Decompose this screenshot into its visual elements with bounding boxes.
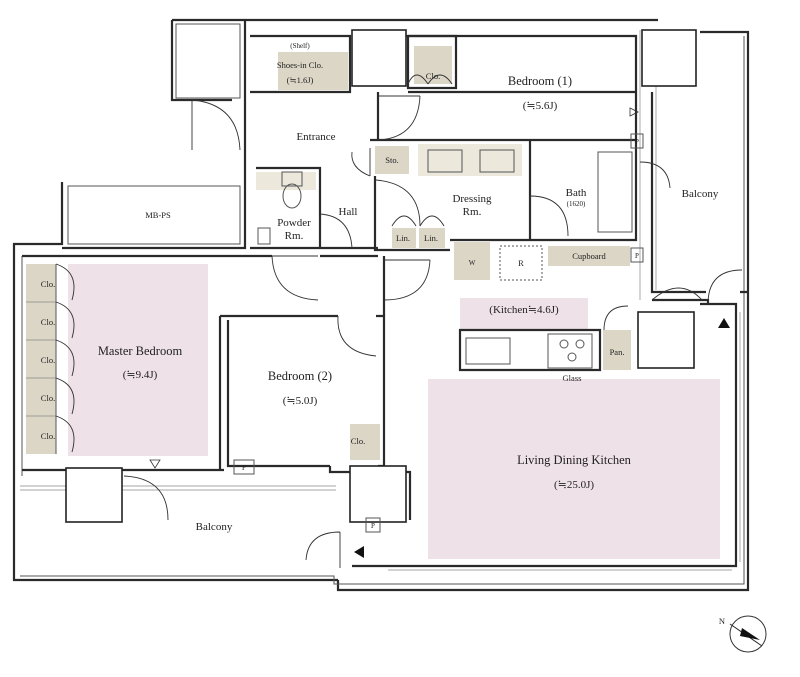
master-closet-label-1: Clo. — [41, 279, 55, 289]
pipe-boxes — [233, 133, 644, 533]
column-5 — [349, 465, 407, 523]
lin-fill-2 — [419, 228, 445, 248]
clo-fill-b2 — [350, 424, 380, 460]
ldk-area: (≒25.0J) — [554, 479, 594, 491]
master-closet-label-3: Clo. — [41, 355, 55, 365]
powder-label-2: Rm. — [285, 230, 304, 242]
master-closet-label-5: Clo. — [41, 431, 55, 441]
glass-label: Glass — [563, 373, 582, 383]
toilet-fixture — [257, 171, 303, 245]
clo-fill-master — [26, 264, 56, 454]
b2-closet-label: Clo. — [351, 436, 365, 446]
ldk-name: Living Dining Kitchen — [517, 453, 632, 467]
right-walls — [352, 92, 748, 568]
powder-label-1: Powder — [277, 217, 311, 229]
kitchen-island — [465, 333, 593, 369]
dressing-counter-fill — [418, 144, 522, 176]
master-closets — [26, 263, 75, 454]
arrow-marker-up — [718, 318, 730, 328]
entrance-label: Entrance — [296, 131, 335, 143]
shoes-closet-fill — [278, 52, 348, 90]
sto-fill — [375, 146, 409, 174]
hall-label: Hall — [339, 206, 358, 218]
p-marker-4: P — [371, 522, 375, 530]
bedroom1-walls — [378, 34, 638, 142]
lin-fill-1 — [392, 228, 416, 248]
north-label: N — [719, 616, 725, 626]
master-closet-label-2: Clo. — [41, 317, 55, 327]
master-bedroom-area — [68, 264, 208, 456]
bath-size: (1620) — [567, 200, 586, 208]
shoes-label-2: (≒1.6J) — [287, 75, 314, 85]
bedroom1-name: Bedroom (1) — [508, 74, 572, 88]
bath-walls — [373, 140, 638, 252]
compass — [729, 615, 767, 653]
mbps-label: MB-PS — [145, 210, 171, 220]
triangle-marker-b1 — [629, 107, 639, 117]
column-1 — [351, 29, 407, 87]
bedroom1-area: (≒5.6J) — [523, 100, 558, 112]
balcony-bottom-label: Balcony — [196, 521, 233, 533]
bedroom2-name: Bedroom (2) — [268, 369, 332, 383]
pan-fill — [603, 330, 631, 370]
inner-outline — [20, 23, 745, 585]
triangle-marker — [149, 459, 161, 469]
balcony-right-label: Balcony — [682, 188, 719, 200]
column-3 — [637, 311, 695, 369]
master-walls — [22, 254, 378, 472]
column-4 — [65, 467, 123, 523]
entrance-walls — [250, 34, 636, 250]
refrigerator — [499, 245, 543, 281]
cupboard-fill — [548, 246, 630, 266]
dressing-label-2: Rm. — [463, 206, 482, 218]
sto-label: Sto. — [385, 155, 398, 165]
master-name: Master Bedroom — [98, 344, 183, 358]
door-swings — [123, 74, 743, 568]
shoes-label-1: Shoes-in Clo. — [277, 60, 323, 70]
p-marker-3: P — [242, 464, 246, 472]
dressing-fixtures — [427, 149, 633, 233]
kitchen-label: (Kitchen≒4.6J) — [489, 304, 559, 316]
lin-label-2: Lin. — [424, 233, 438, 243]
master-area: (≒9.4J) — [123, 369, 158, 381]
dressing-label-1: Dressing — [452, 193, 492, 205]
outer-wall — [12, 18, 750, 592]
bedroom2-area: (≒5.0J) — [283, 395, 318, 407]
lin-label-1: Lin. — [396, 233, 410, 243]
cupboard-label: Cupboard — [572, 251, 606, 261]
arrow-marker-left — [354, 546, 364, 558]
bath-label: Bath — [566, 187, 587, 199]
column-2 — [641, 29, 697, 87]
master-closet-label-4: Clo. — [41, 393, 55, 403]
fridge-label: R — [518, 258, 524, 268]
shelf-label: (Shelf) — [290, 42, 310, 50]
washer-fill — [454, 242, 490, 280]
p-marker-2: P — [635, 252, 639, 260]
pan-label: Pan. — [610, 347, 625, 357]
balcony-rail — [20, 30, 741, 571]
entry-closet-label: Clo. — [426, 71, 440, 81]
kitchen-area — [460, 298, 588, 330]
ldk-area — [428, 379, 720, 559]
washer-label: W — [469, 259, 476, 267]
p-marker-1: P — [635, 138, 639, 146]
